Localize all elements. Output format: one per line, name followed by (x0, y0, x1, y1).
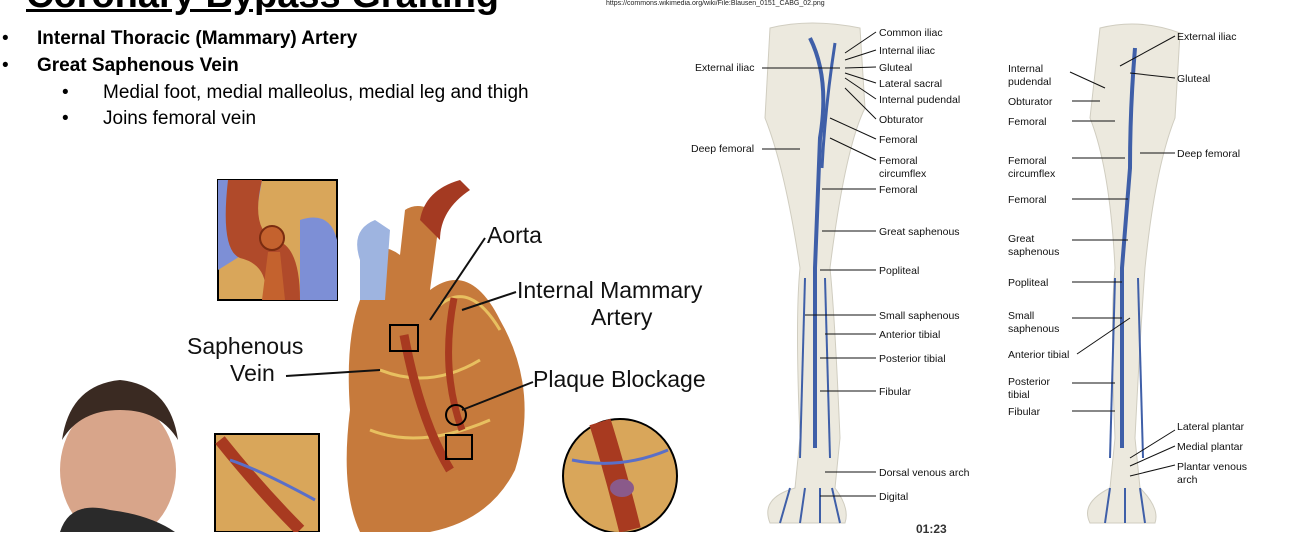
heart-graphic (0, 170, 760, 532)
label-femoral-r-2: Femoral (1008, 194, 1047, 207)
sub-bullet-text: Joins femoral vein (103, 108, 256, 130)
label-femoral-lower: Femoral (879, 184, 918, 197)
label-femoral-r: Femoral (1008, 116, 1047, 129)
image-source-url[interactable]: https://commons.wikimedia.org/wiki/File:… (606, 0, 825, 7)
left-leg (765, 23, 865, 523)
label-obturator-r: Obturator (1008, 96, 1052, 109)
slide-timer: 01:23 (916, 522, 947, 536)
label-great-saphenous: Great saphenous (879, 226, 960, 239)
label-circumflex-r: circumflex (1008, 168, 1055, 181)
label-fibular: Fibular (879, 386, 911, 399)
label-internal-pudendal: Internal pudendal (879, 94, 960, 107)
label-femoral-circumflex-2: circumflex (879, 168, 926, 181)
label-popliteal-r: Popliteal (1008, 277, 1048, 290)
right-leg (1088, 24, 1181, 523)
bullet-glyph: • (62, 108, 69, 130)
slide-title: Coronary Bypass Grafting (26, 0, 499, 17)
label-fibular-r: Fibular (1008, 406, 1040, 419)
label-external-iliac: External iliac (695, 62, 755, 75)
leg-graphic (660, 18, 1292, 532)
bullet-text: Great Saphenous Vein (37, 55, 239, 77)
label-obturator: Obturator (879, 114, 923, 127)
leg-vein-diagram: External iliac Deep femoral Common iliac… (660, 18, 1292, 532)
label-common-iliac: Common iliac (879, 27, 943, 40)
label-aorta: Aorta (487, 222, 542, 249)
label-saphenous-r: saphenous (1008, 246, 1059, 259)
label-gluteal-r: Gluteal (1177, 73, 1210, 86)
label-digital: Digital (879, 491, 908, 504)
label-anterior-tibial: Anterior tibial (879, 329, 940, 342)
label-small-saphenous-r: saphenous (1008, 323, 1059, 336)
label-small-saphenous: Small saphenous (879, 310, 960, 323)
label-dorsal-venous-arch: Dorsal venous arch (879, 467, 969, 480)
label-internal-iliac: Internal iliac (879, 45, 935, 58)
label-artery: Artery (591, 304, 652, 331)
label-femoral-circumflex-r: Femoral (1008, 155, 1047, 168)
bullet-text: Internal Thoracic (Mammary) Artery (37, 28, 357, 50)
label-vein: Vein (230, 360, 275, 387)
label-anterior-tibial-r: Anterior tibial (1008, 349, 1069, 362)
bullet-glyph: • (2, 55, 9, 77)
label-femoral-circumflex: Femoral (879, 155, 918, 168)
label-tibial-r: tibial (1008, 389, 1030, 402)
label-deep-femoral-r: Deep femoral (1177, 148, 1240, 161)
label-plantar-venous-arch: Plantar venous (1177, 461, 1247, 474)
label-lateral-plantar: Lateral plantar (1177, 421, 1244, 434)
label-great-r: Great (1008, 233, 1034, 246)
inset-graft-bottom (215, 434, 319, 532)
label-medial-plantar: Medial plantar (1177, 441, 1243, 454)
inset-graft-top (218, 180, 337, 300)
label-deep-femoral: Deep femoral (691, 143, 754, 156)
label-gluteal: Gluteal (879, 62, 912, 75)
label-femoral: Femoral (879, 134, 918, 147)
label-popliteal: Popliteal (879, 265, 919, 278)
sub-bullet-text: Medial foot, medial malleolus, medial le… (103, 82, 529, 104)
bullet-glyph: • (2, 28, 9, 50)
label-pudendal-r: pudendal (1008, 76, 1051, 89)
label-lateral-sacral: Lateral sacral (879, 78, 942, 91)
label-external-iliac-r: External iliac (1177, 31, 1237, 44)
label-posterior-tibial: Posterior tibial (879, 353, 946, 366)
label-arch: arch (1177, 474, 1197, 487)
label-small-r: Small (1008, 310, 1034, 323)
label-internal-pudendal-r: Internal (1008, 63, 1043, 76)
label-saphenous: Saphenous (187, 333, 303, 360)
presenter-video (60, 380, 178, 532)
cabg-illustration: Aorta Internal Mammary Artery Saphenous … (0, 170, 760, 532)
label-posterior-r: Posterior (1008, 376, 1050, 389)
bullet-glyph: • (62, 82, 69, 104)
